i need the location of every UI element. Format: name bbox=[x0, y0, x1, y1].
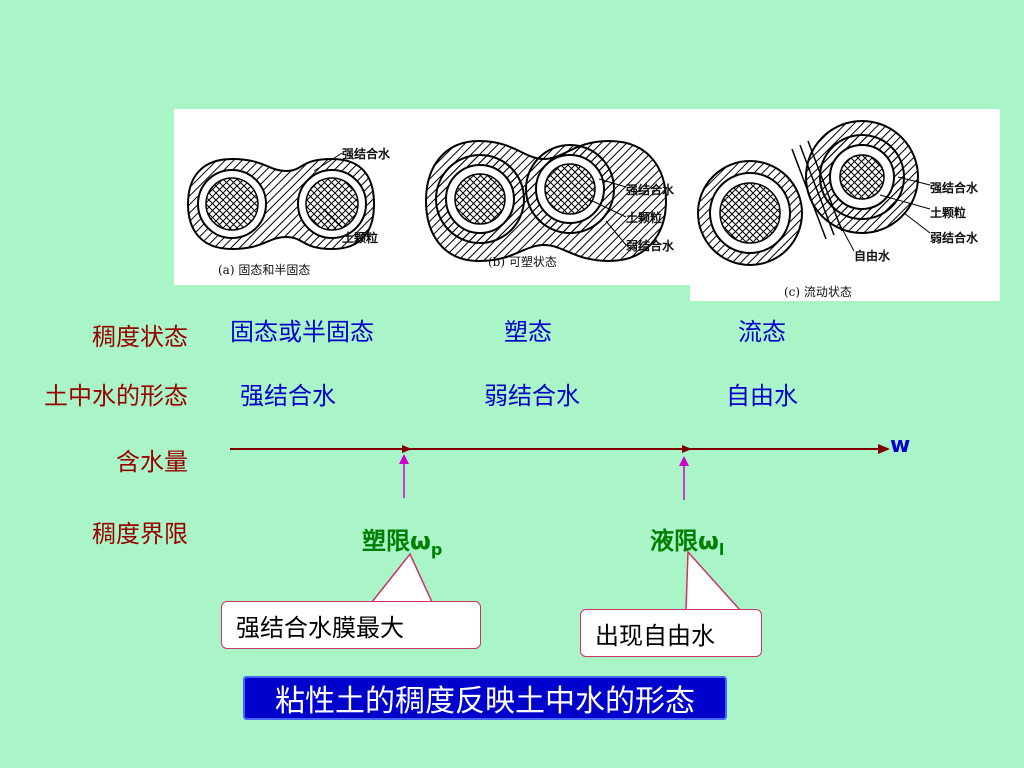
summary-banner: 粘性土的稠度反映土中水的形态 bbox=[243, 676, 727, 720]
plastic-callout-leader bbox=[371, 552, 433, 603]
callout-liquid-text: 出现自由水 bbox=[595, 621, 715, 650]
row-label-water-form: 土中水的形态 bbox=[44, 382, 188, 410]
callout-liquid-limit: 出现自由水 bbox=[580, 609, 762, 657]
plastic-limit-pointer bbox=[399, 454, 409, 498]
liquid-callout-leader bbox=[685, 550, 741, 611]
row-label-consistency-state: 稠度状态 bbox=[92, 323, 188, 351]
figure-b-diagram bbox=[424, 139, 668, 263]
figure-c-label-soil-particle: 土颗粒 bbox=[930, 206, 967, 220]
figure-a-panel: 强结合水 土颗粒 (a) 固态和半固态 bbox=[174, 109, 414, 285]
figure-c-diagram bbox=[697, 120, 931, 266]
state-plastic: 塑态 bbox=[504, 318, 552, 346]
state-solid-semisolid: 固态或半固态 bbox=[230, 318, 374, 346]
figure-c-panel: 强结合水 土颗粒 弱结合水 自由水 (c) 流动状态 bbox=[690, 109, 1000, 301]
water-free: 自由水 bbox=[726, 382, 798, 410]
figure-c-label-free-water: 自由水 bbox=[854, 249, 891, 263]
plastic-limit-text: 塑限ω bbox=[362, 527, 431, 555]
figure-c-label-weak-water: 弱结合水 bbox=[930, 231, 979, 245]
row-label-consistency-limits: 稠度界限 bbox=[92, 520, 188, 548]
water-strong-bound: 强结合水 bbox=[240, 382, 336, 410]
figure-a-label-soil-particle: 土颗粒 bbox=[342, 231, 379, 245]
figure-a-caption: (a) 固态和半固态 bbox=[218, 263, 311, 277]
plastic-limit-label: 塑限ωp bbox=[362, 521, 443, 559]
water-content-axis bbox=[230, 444, 890, 454]
figure-a-diagram bbox=[186, 152, 376, 251]
figure-b-caption: (b) 可塑状态 bbox=[488, 255, 557, 269]
figure-b-label-soil-particle: 土颗粒 bbox=[626, 211, 663, 225]
axis-symbol-w: w bbox=[890, 433, 911, 458]
figure-c-caption: (c) 流动状态 bbox=[784, 285, 852, 299]
row-label-water-content: 含水量 bbox=[116, 448, 188, 476]
figure-a-label-strong-water: 强结合水 bbox=[342, 147, 391, 161]
water-weak-bound: 弱结合水 bbox=[484, 382, 580, 410]
plastic-limit-subscript: p bbox=[430, 540, 443, 559]
liquid-limit-subscript: l bbox=[718, 540, 725, 559]
figure-c-label-strong-water: 强结合水 bbox=[930, 181, 979, 195]
liquid-limit-text: 液限ω bbox=[650, 527, 719, 555]
figure-b-panel: 强结合水 土颗粒 弱结合水 (b) 可塑状态 bbox=[414, 109, 690, 285]
liquid-limit-label: 液限ωl bbox=[650, 521, 725, 559]
liquid-limit-pointer bbox=[679, 456, 689, 500]
figure-b-label-weak-water: 弱结合水 bbox=[626, 239, 675, 253]
state-fluid: 流态 bbox=[738, 318, 786, 346]
figure-b-label-strong-water: 强结合水 bbox=[626, 183, 675, 197]
summary-banner-text: 粘性土的稠度反映土中水的形态 bbox=[275, 684, 695, 719]
callout-plastic-limit: 强结合水膜最大 bbox=[221, 601, 481, 649]
callout-plastic-text: 强结合水膜最大 bbox=[236, 613, 404, 642]
